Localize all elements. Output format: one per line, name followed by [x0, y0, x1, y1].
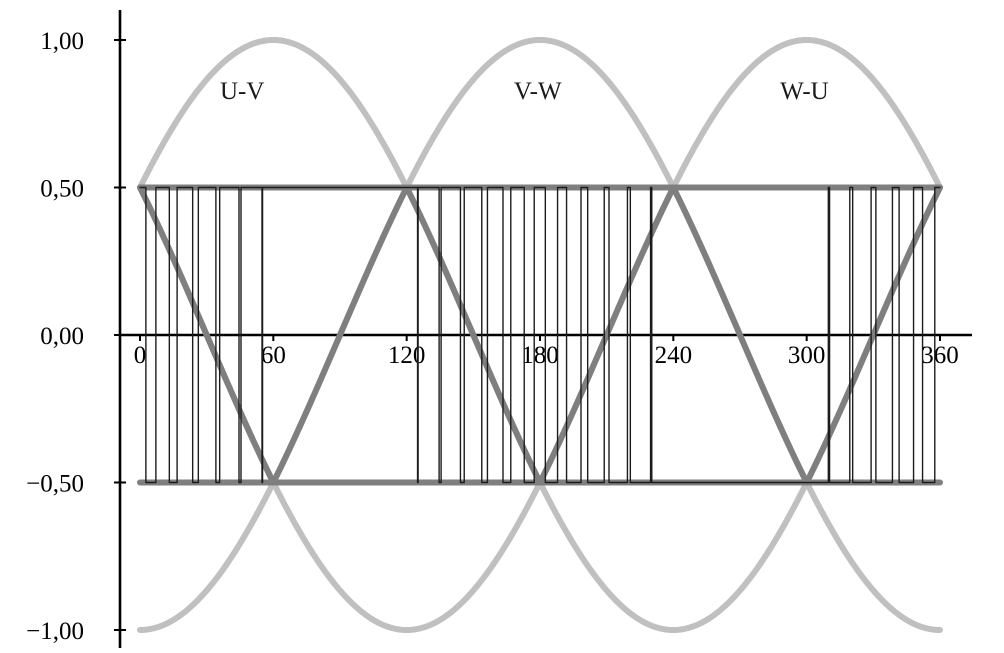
x-tick-label: 60	[261, 342, 286, 369]
y-tick-label: 1,00	[40, 28, 84, 55]
x-tick-label: 360	[921, 342, 959, 369]
x-tick-label: 0	[134, 342, 147, 369]
pwm-waveform	[139, 186, 941, 484]
y-tick-label: −1,00	[26, 618, 84, 645]
phase-label: U-V	[220, 78, 264, 105]
x-tick-label: 240	[655, 342, 693, 369]
y-tick-label: 0,00	[40, 323, 84, 350]
x-tick-label: 120	[388, 342, 426, 369]
clipped-waveform	[137, 184, 943, 486]
y-tick-label: −0,50	[26, 471, 84, 498]
y-tick-label: 0,50	[40, 176, 84, 203]
x-tick-label: 180	[521, 342, 559, 369]
phase-label: V-W	[514, 78, 562, 105]
x-tick-label: 300	[788, 342, 826, 369]
phase-label: W-U	[780, 78, 829, 105]
